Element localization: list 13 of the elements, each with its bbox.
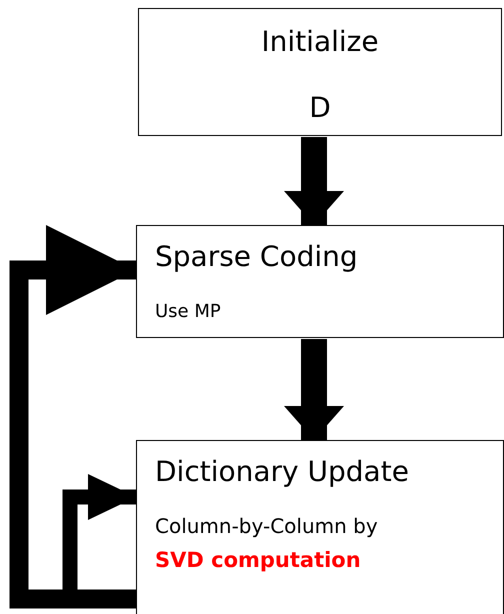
- arrow: [10, 225, 136, 608]
- process-box: [138, 8, 502, 136]
- box-title: Sparse Coding: [155, 240, 358, 274]
- process-box: [136, 440, 504, 614]
- box-text: D: [308, 91, 332, 125]
- box-title: Dictionary Update: [155, 455, 409, 489]
- arrow: [284, 339, 344, 440]
- arrow: [284, 137, 344, 225]
- box-title: Initialize: [260, 25, 380, 59]
- box-text: SVD computation: [155, 547, 361, 573]
- process-box: [136, 225, 504, 338]
- box-text: Use MP: [155, 301, 221, 323]
- box-text: Column-by-Column by: [155, 513, 378, 539]
